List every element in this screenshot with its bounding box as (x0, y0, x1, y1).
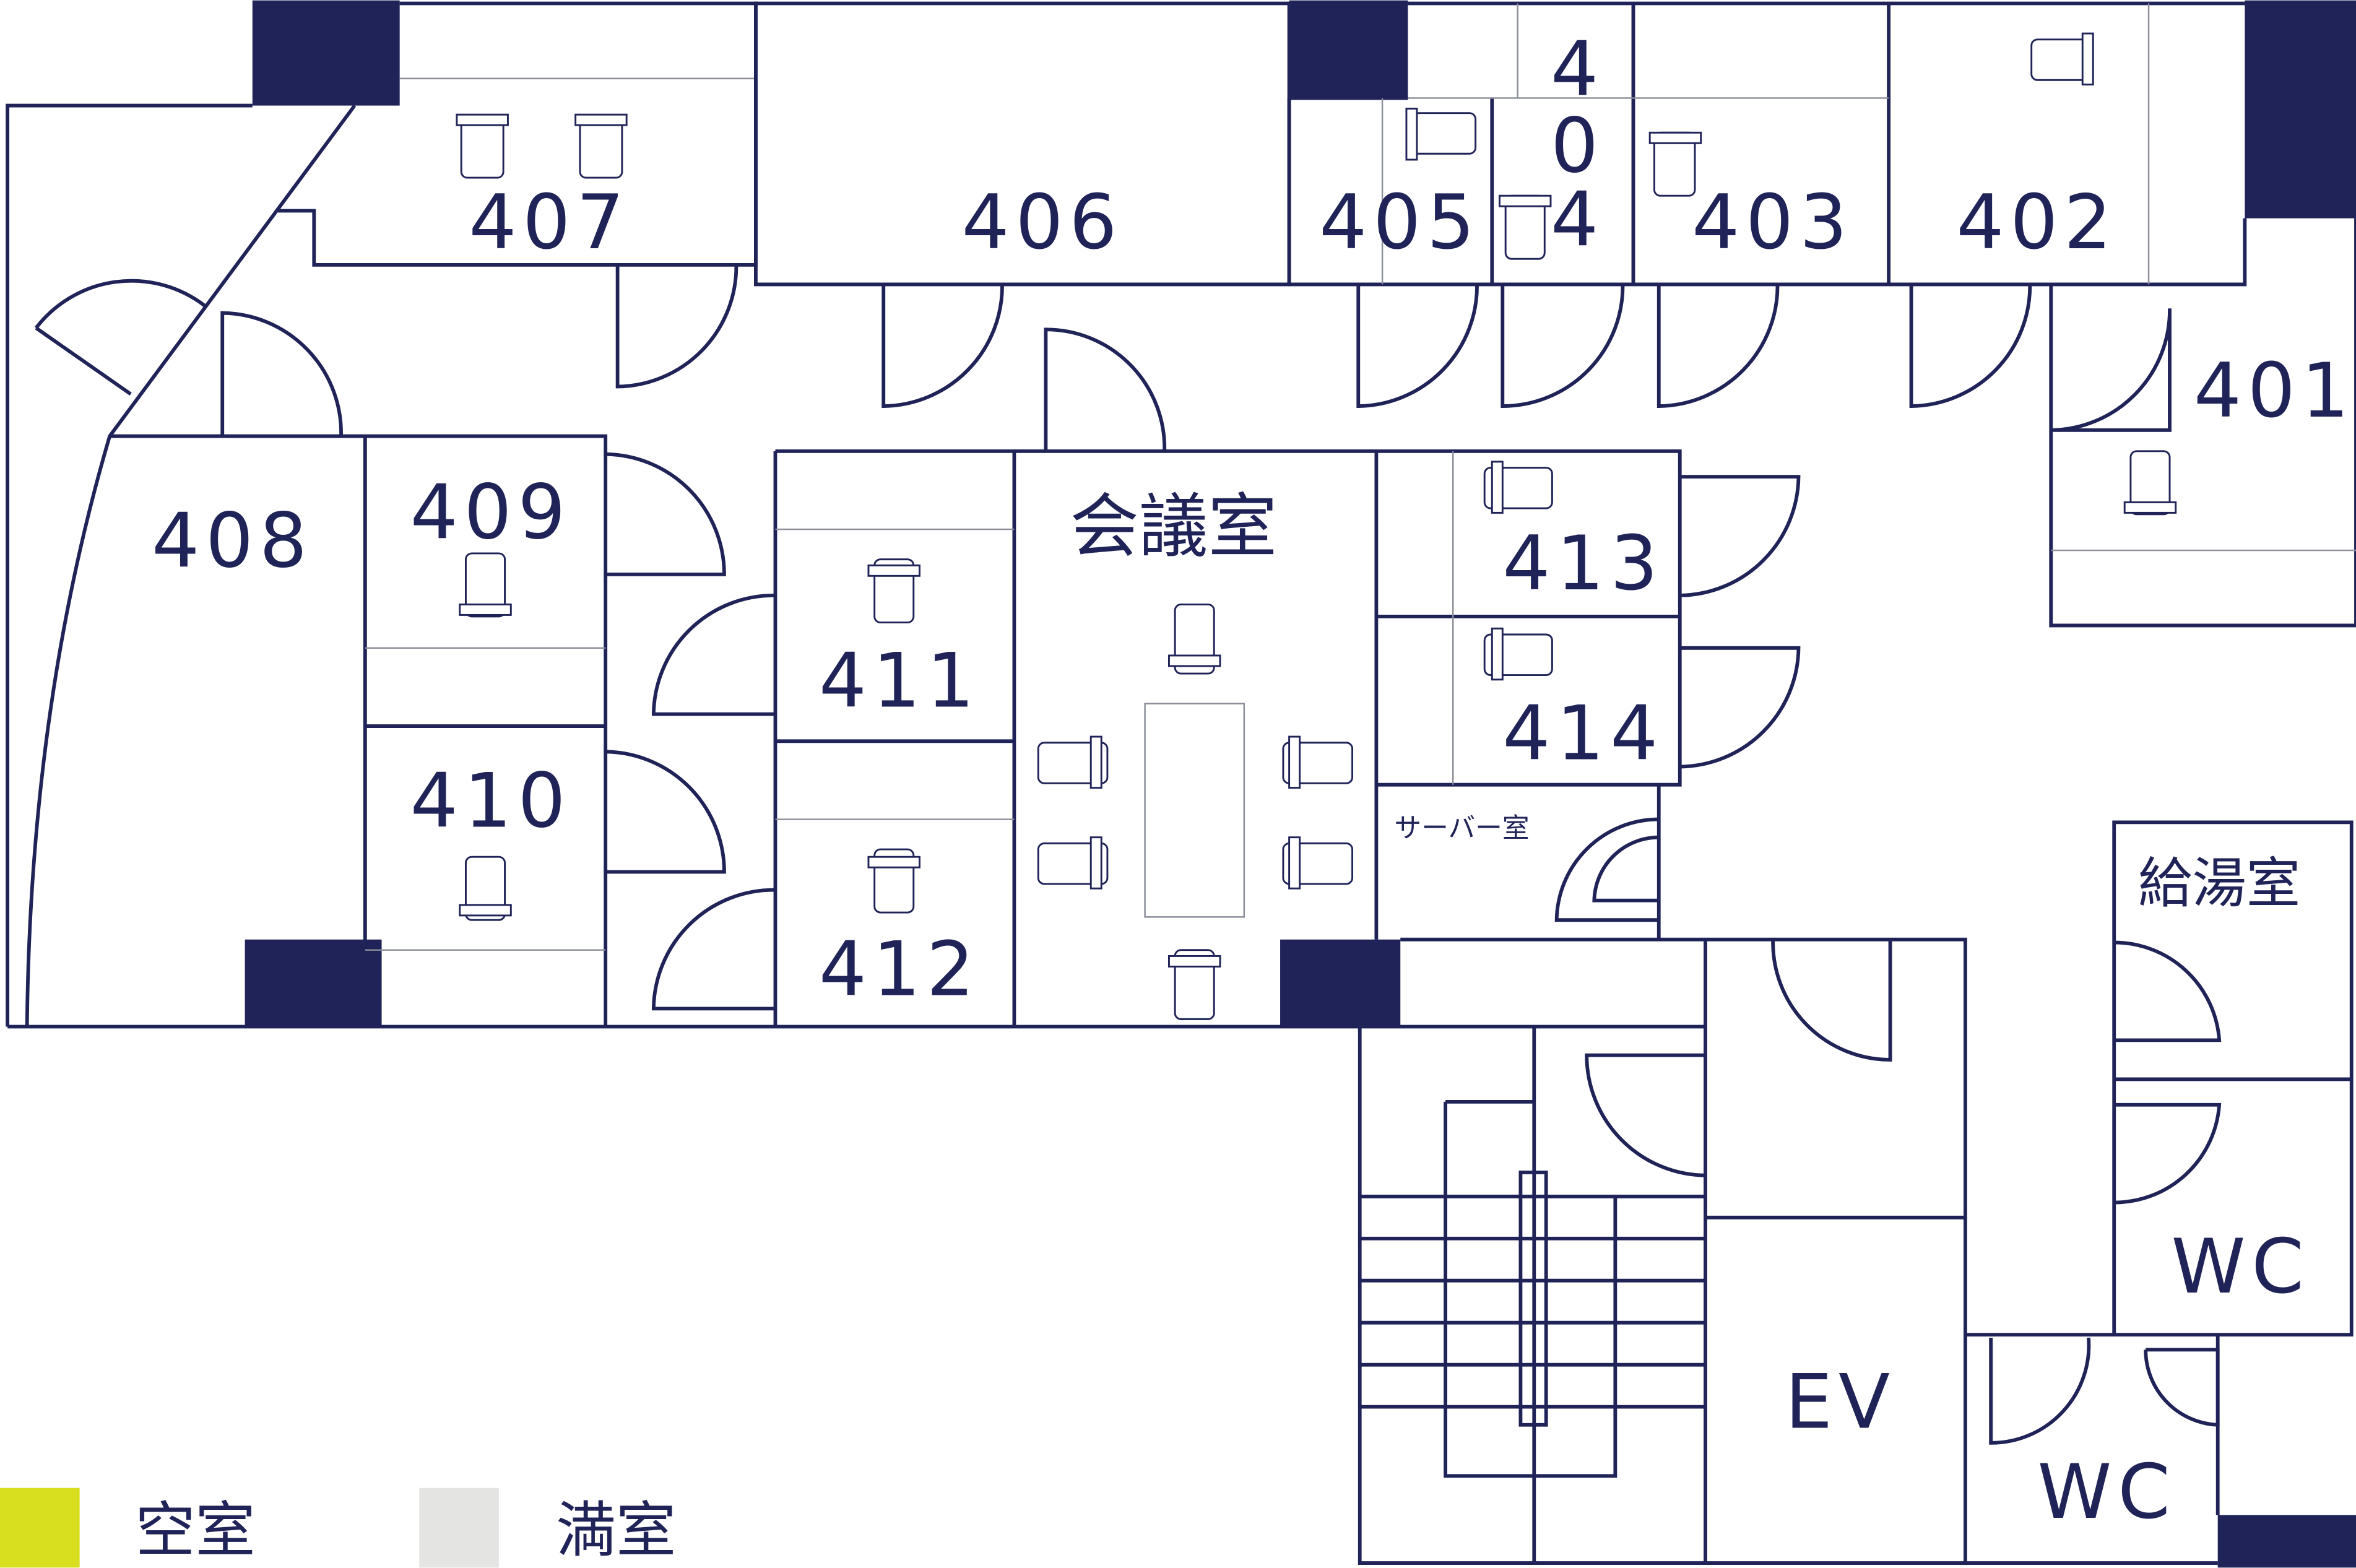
room-403[interactable]: 403 (1692, 178, 1853, 266)
occupied-label: 満室 (556, 1496, 676, 1566)
doors[interactable] (34, 264, 2222, 1445)
room-404[interactable]: 0 (1551, 102, 1605, 189)
meeting-room[interactable]: 会議室 (1070, 487, 1277, 567)
occupied-swatch (419, 1488, 499, 1568)
vacant-swatch (0, 1488, 80, 1568)
room-413[interactable]: 413 (1502, 519, 1664, 607)
room-404[interactable]: 4 (1551, 175, 1605, 263)
wc-upper: WC (2171, 1223, 2310, 1310)
legend: 空室 満室 (0, 1488, 676, 1568)
room-408[interactable]: 408 (152, 497, 313, 585)
room-412[interactable]: 412 (819, 925, 981, 1013)
room-404[interactable]: 4 (1551, 25, 1605, 113)
room-410[interactable]: 410 (410, 757, 572, 845)
room-414[interactable]: 414 (1502, 689, 1664, 777)
room-401[interactable]: 401 (2194, 347, 2355, 435)
room-409[interactable]: 409 (410, 469, 572, 557)
chairs (456, 32, 2177, 1020)
elevator: EV (1785, 1358, 1896, 1446)
server-room: サーバー室 (1395, 813, 1530, 844)
room-407[interactable]: 407 (469, 178, 630, 266)
columns (245, 0, 2356, 1568)
room-labels: 401 402 403 4 0 4 405 406 407 408 409 41… (152, 25, 2355, 1536)
kitchen: 給湯室 (2138, 852, 2300, 915)
wc-lower: WC (2037, 1448, 2176, 1536)
room-406[interactable]: 406 (961, 178, 1123, 266)
vacant-label: 空室 (135, 1496, 255, 1566)
room-402[interactable]: 402 (1956, 178, 2118, 266)
room-405[interactable]: 405 (1319, 178, 1481, 266)
room-411[interactable]: 411 (819, 636, 981, 724)
walls (6, 1, 2356, 1565)
